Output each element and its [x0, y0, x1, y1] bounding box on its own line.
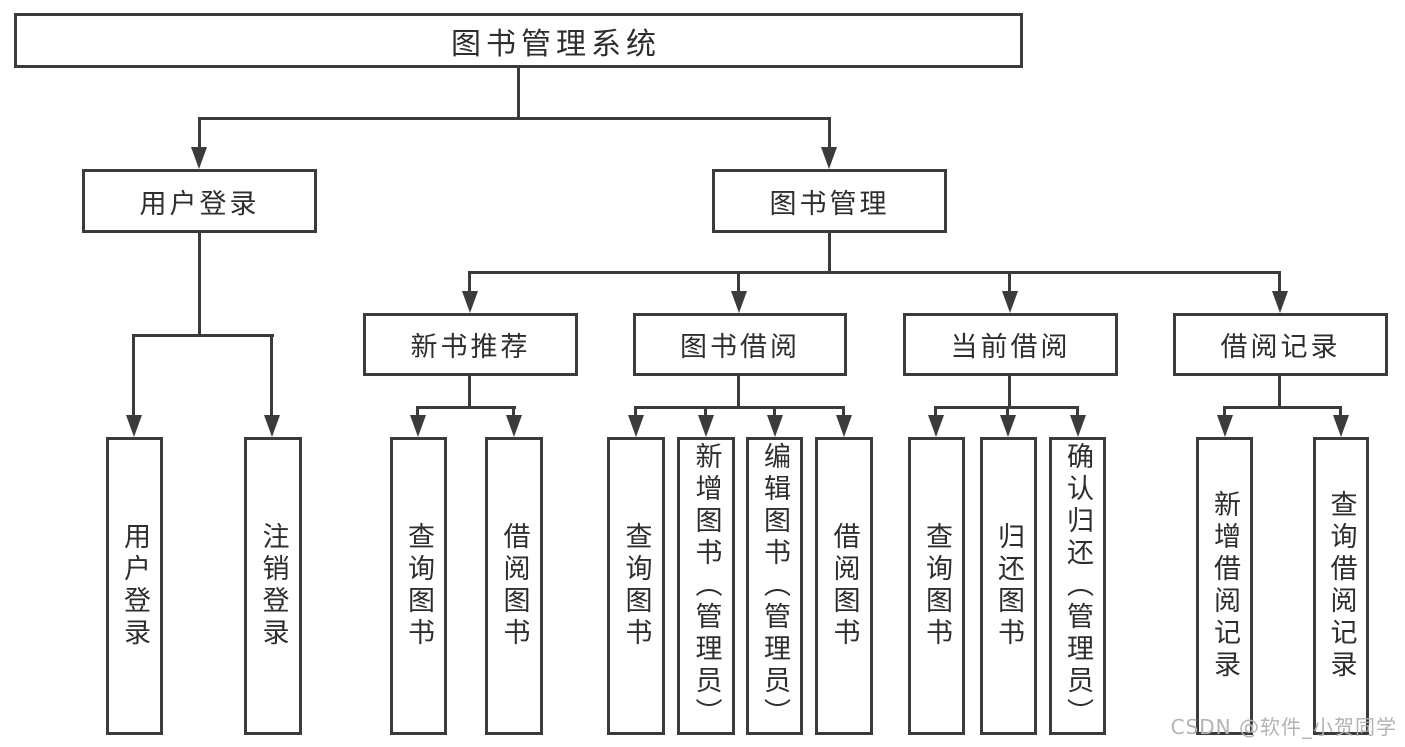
leaf-query-books-borrowing: 查询图书 — [607, 437, 665, 735]
connector-line — [737, 271, 740, 293]
connector-line — [634, 406, 637, 418]
arrow-down-icon — [1070, 415, 1086, 437]
connector-line — [1278, 376, 1281, 409]
connector-line — [198, 233, 201, 336]
arrow-down-icon — [264, 415, 280, 437]
arrow-down-icon — [1272, 291, 1288, 313]
node-current-borrowing: 当前借阅 — [903, 313, 1118, 376]
connector-line — [468, 376, 471, 409]
connector-line — [468, 271, 471, 293]
connector-line — [416, 406, 516, 409]
leaf-add-book-admin: 新增图书（管理员） — [677, 437, 735, 735]
watermark: CSDN @软件_小贺同学 — [1170, 715, 1397, 739]
arrow-down-icon — [821, 147, 837, 169]
node-book-borrowing: 图书借阅 — [633, 313, 847, 376]
arrow-down-icon — [1333, 415, 1349, 437]
connector-line — [198, 117, 201, 149]
leaf-edit-book-admin: 编辑图书（管理员） — [746, 437, 803, 735]
leaf-query-borrow-record: 查询借阅记录 — [1313, 437, 1369, 735]
leaf-logout: 注销登录 — [244, 437, 302, 735]
connector-line — [934, 406, 937, 418]
arrow-down-icon — [1000, 415, 1016, 437]
connector-line — [1278, 271, 1281, 293]
connector-line — [704, 406, 707, 418]
connector-line — [270, 334, 273, 417]
connector-line — [634, 406, 845, 409]
connector-line — [842, 406, 845, 418]
connector-line — [737, 376, 740, 409]
connector-line — [1006, 406, 1009, 418]
connector-line — [198, 117, 831, 120]
connector-line — [517, 68, 520, 118]
arrow-down-icon — [191, 147, 207, 169]
connector-line — [132, 334, 135, 417]
node-new-book-recommendation: 新书推荐 — [363, 313, 578, 376]
arrow-down-icon — [462, 291, 478, 313]
arrow-down-icon — [767, 415, 783, 437]
connector-line — [773, 406, 776, 418]
connector-line — [1076, 406, 1079, 418]
arrow-down-icon — [1217, 415, 1233, 437]
connector-line — [512, 406, 515, 418]
leaf-add-borrow-record: 新增借阅记录 — [1196, 437, 1253, 735]
connector-line — [1223, 406, 1226, 418]
connector-line — [828, 117, 831, 149]
node-book-management: 图书管理 — [712, 169, 947, 233]
arrow-down-icon — [506, 415, 522, 437]
connector-line — [1008, 271, 1011, 293]
connector-line — [828, 233, 831, 274]
arrow-down-icon — [928, 415, 944, 437]
leaf-borrow-books: 借阅图书 — [815, 437, 873, 735]
arrow-down-icon — [836, 415, 852, 437]
arrow-down-icon — [126, 415, 142, 437]
arrow-down-icon — [628, 415, 644, 437]
arrow-down-icon — [1002, 291, 1018, 313]
connector-line — [1008, 376, 1011, 409]
connector-line — [132, 334, 274, 337]
arrow-down-icon — [698, 415, 714, 437]
leaf-borrow-books-recommend: 借阅图书 — [485, 437, 543, 735]
leaf-return-book: 归还图书 — [980, 437, 1037, 735]
node-user-login: 用户登录 — [82, 169, 317, 233]
leaf-query-books-current: 查询图书 — [908, 437, 965, 735]
arrow-down-icon — [731, 291, 747, 313]
connector-line — [468, 271, 1281, 274]
leaf-query-books-recommend: 查询图书 — [390, 437, 447, 735]
connector-line — [1223, 406, 1342, 409]
leaf-confirm-return-admin: 确认归还（管理员） — [1049, 437, 1106, 735]
node-borrowing-records: 借阅记录 — [1173, 313, 1388, 376]
leaf-user-login: 用户登录 — [106, 437, 163, 735]
connector-line — [1339, 406, 1342, 418]
node-library-management-system: 图书管理系统 — [14, 13, 1023, 68]
connector-line — [416, 406, 419, 418]
arrow-down-icon — [410, 415, 426, 437]
